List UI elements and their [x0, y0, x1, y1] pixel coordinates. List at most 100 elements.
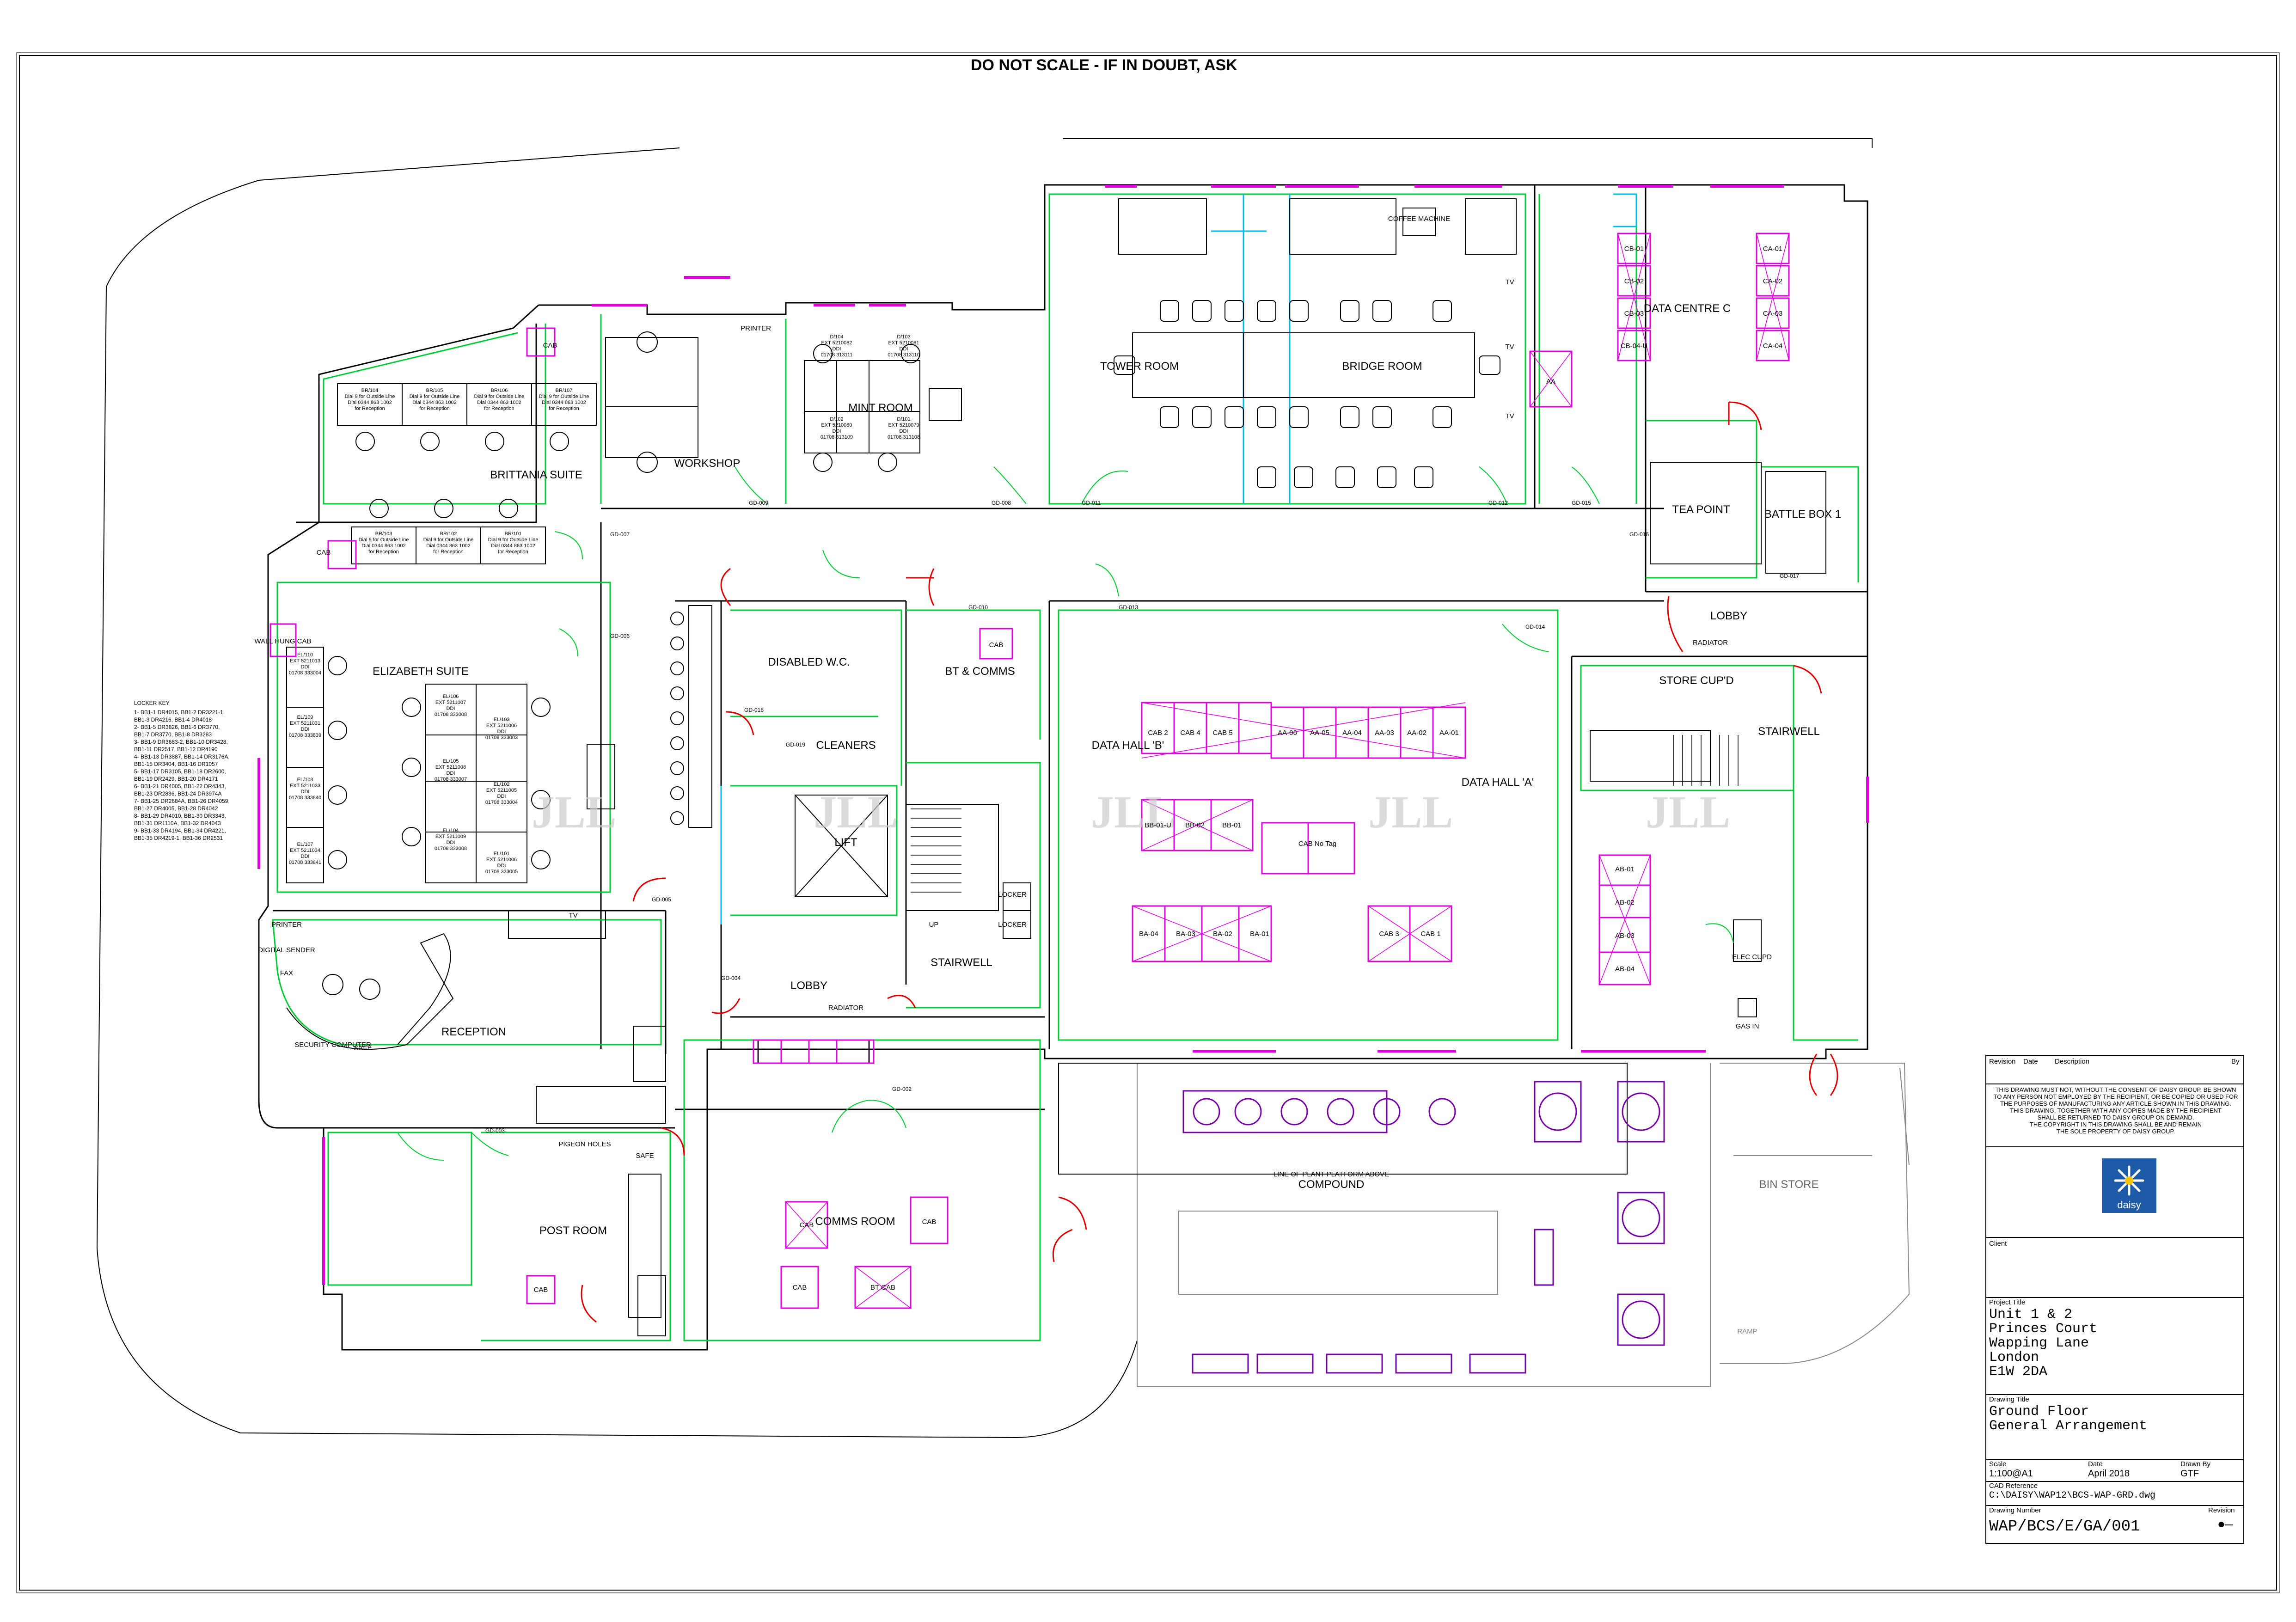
- label-lobby-east: LOBBY: [1710, 610, 1747, 622]
- label-cleaners: CLEANERS: [816, 739, 876, 752]
- locker-key-line: 7- BB1-25 DR2684A, BB1-26 DR4059,: [134, 798, 230, 804]
- locker-key-line: 2- BB1-5 DR3826, BB1-6 DR3770,: [134, 724, 220, 730]
- door-id-label: GD-003: [485, 1127, 505, 1134]
- door-id-label: GD-013: [1119, 604, 1138, 611]
- door-id-label: GD-002: [892, 1086, 912, 1092]
- desk-label: 01708 313110: [888, 352, 920, 358]
- desk-label: BR/102: [440, 531, 457, 537]
- locker-key-line: 5- BB1-17 DR3105, BB1-18 DR2600,: [134, 768, 226, 775]
- label-workshop: WORKSHOP: [674, 457, 741, 470]
- project-line-5: E1W 2DA: [1989, 1364, 2048, 1380]
- locker-key-line: BB1-27 DR4005, BB1-28 DR4042: [134, 805, 218, 812]
- desk-label: DDI: [447, 706, 455, 711]
- doors: [581, 401, 1838, 1323]
- desk-label: DDI: [447, 771, 455, 776]
- watermarks: JLL JLL JLL JLL JLL: [532, 786, 1730, 838]
- header-warning: DO NOT SCALE - IF IN DOUBT, ASK: [971, 56, 1237, 74]
- label-brittania-suite: BRITTANIA SUITE: [490, 469, 582, 481]
- rack-label: CAB 1: [1420, 930, 1440, 938]
- rack-label: BA-02: [1213, 930, 1232, 938]
- scale-value: 1:100@A1: [1989, 1469, 2033, 1479]
- label-gas-in: GAS IN: [1736, 1022, 1759, 1030]
- title-block: Revision Date Description By THIS DRAWIN…: [1985, 1055, 2244, 1544]
- desk-label: BR/104: [361, 388, 379, 393]
- locker-key-line: 1- BB1-1 DR4015, BB1-2 DR3221-1,: [134, 709, 225, 716]
- desk-label: DDI: [447, 840, 455, 845]
- label-bt-comms: BT & COMMS: [945, 665, 1015, 678]
- notice-line: SHALL BE RETURNED TO DAISY GROUP ON DEMA…: [2037, 1114, 2194, 1121]
- desk-label: EL/103: [494, 717, 510, 722]
- drawing-title-line-2: General Arrangement: [1989, 1418, 2148, 1434]
- notice-line: THIS DRAWING, TOGETHER WITH ANY COPIES M…: [2010, 1107, 2222, 1114]
- desk-label: for Reception: [355, 406, 385, 411]
- label-digital-sender: DIGITAL SENDER: [258, 946, 315, 954]
- label-up: UP: [929, 921, 939, 929]
- rack-label: CA-02: [1763, 277, 1783, 285]
- label-bin-store: BIN STORE: [1759, 1178, 1819, 1191]
- locker-numbers: [670, 612, 684, 825]
- desk-label: Dial 9 for Outside Line: [488, 537, 539, 543]
- plant-units: [757, 1039, 1665, 1374]
- locker-key-line: 9- BB1-33 DR4194, BB1-34 DR4221,: [134, 827, 226, 834]
- desk-label: DDI: [301, 854, 310, 859]
- rev-col-by: By: [2231, 1058, 2240, 1065]
- desk-label: EXT 5211034: [290, 848, 320, 853]
- label-reception: RECEPTION: [441, 1026, 506, 1038]
- rev-col-revision: Revision: [1989, 1058, 2016, 1065]
- desk-label: EXT 5211008: [435, 765, 466, 770]
- desk-label: EXT 5211013: [290, 658, 320, 664]
- desk-label: 01708 333008: [435, 846, 467, 851]
- logo-text: daisy: [2117, 1199, 2141, 1211]
- desk-label: EL/105: [443, 759, 459, 764]
- building-walls: [258, 184, 1868, 1351]
- desk-label: EL/101: [494, 851, 510, 857]
- revision-value: ●—: [2217, 1518, 2233, 1532]
- label-data-centre: DATA CENTRE C: [1644, 302, 1731, 315]
- locker-key-line: BB1-31 DR1110A, BB1-32 DR4043: [134, 820, 221, 826]
- locker-key-title: LOCKER KEY: [134, 700, 170, 706]
- desk-label: DDI: [301, 664, 310, 670]
- rack-label: CAB 4: [1180, 729, 1200, 737]
- label-radiator-lobby: RADIATOR: [828, 1004, 863, 1012]
- desk-label: EL/104: [443, 828, 459, 833]
- rack-label: AB-02: [1615, 899, 1635, 906]
- cabinet-crosses: [785, 233, 1789, 1309]
- desk-label: EXT 5211009: [435, 834, 466, 839]
- desk-label: 01708 333008: [435, 712, 467, 717]
- door-id-label: GD-017: [1780, 573, 1799, 579]
- label-aa: AA: [1546, 378, 1555, 386]
- furniture: [286, 198, 1826, 1336]
- desk-label: Dial 9 for Outside Line: [410, 394, 460, 399]
- rack-label: AA-03: [1375, 729, 1394, 737]
- desk-label: EXT 5211006: [486, 857, 517, 863]
- notice-line: THE SOLE PROPERTY OF DAISY GROUP.: [2056, 1128, 2175, 1135]
- label-cab-post: CAB: [534, 1286, 548, 1294]
- label-locker-2: LOCKER: [998, 921, 1027, 929]
- label-cab-no-tag-1: CAB No Tag: [1298, 840, 1336, 848]
- inner-partitions: [272, 193, 1859, 1341]
- rev-col-description: Description: [2055, 1058, 2090, 1065]
- label-safe-reception: SAFE: [354, 1044, 372, 1052]
- label-printer-workshop: PRINTER: [741, 324, 771, 332]
- locker-key-line: BB1-19 DR2429, BB1-20 DR4171: [134, 776, 218, 782]
- rack-label: AA-05: [1310, 729, 1329, 737]
- desk-label: 01708 333004: [289, 670, 321, 676]
- desk-label: Dial 0344 863 1002: [491, 543, 535, 549]
- desk-label: 01708 333003: [485, 735, 518, 741]
- desk-label: 01708 333840: [289, 795, 321, 801]
- desk-label: Dial 9 for Outside Line: [539, 394, 589, 399]
- desk-label: 01708 313109: [820, 435, 853, 440]
- label-bt-cab: BT CAB: [870, 1284, 895, 1291]
- desk-label: EXT 5211031: [290, 721, 320, 726]
- desk-label: D/102: [830, 416, 843, 422]
- rack-label: CAB 2: [1148, 729, 1168, 737]
- drawing-frame: [19, 55, 2277, 1591]
- notice-line: THIS DRAWING MUST NOT, WITHOUT THE CONSE…: [1995, 1086, 2236, 1093]
- locker-key-line: BB1-15 DR3404, BB1-16 DR1057: [134, 761, 218, 767]
- desk-label: DDI: [301, 789, 310, 795]
- daisy-logo: daisy: [2102, 1158, 2156, 1213]
- rack-label: AB-04: [1615, 965, 1635, 973]
- desk-label: for Reception: [433, 549, 463, 555]
- label-radiator-east: RADIATOR: [1693, 639, 1728, 647]
